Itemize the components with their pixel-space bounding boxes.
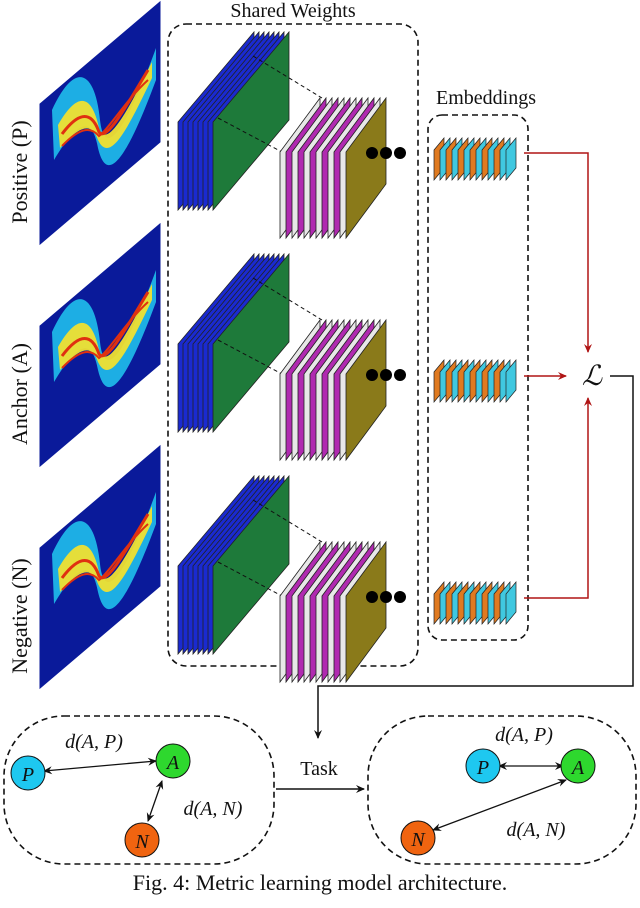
loss-arrow-negative (524, 397, 592, 599)
before-node-p-label: P (21, 764, 34, 786)
input-heatmap-positive (39, 0, 161, 246)
after-node-p-label: P (476, 757, 489, 779)
ellipsis-dot (366, 591, 378, 603)
projection-line-bottom (217, 117, 283, 153)
ellipsis-dot (380, 147, 392, 159)
after-node-n-label: N (410, 829, 426, 851)
loss-arrow-positive (524, 152, 592, 353)
input-label-negative: Negative (N) (7, 558, 32, 673)
before-node-n-label: N (134, 831, 150, 853)
before-d-ap-label: d(A, P) (65, 731, 123, 753)
before-ap-distance-arrow (43, 757, 157, 775)
task-label: Task (300, 758, 337, 780)
embedding-sheet (505, 581, 517, 625)
input-heatmap-anchor (39, 222, 161, 468)
after-node-n (400, 820, 436, 856)
before-node-p (10, 755, 46, 791)
row-anchor: Anchor (A) (7, 222, 517, 468)
ellipsis-dot (366, 369, 378, 381)
after-an-distance-arrow (432, 779, 567, 831)
before-d-an-label: d(A, N) (184, 798, 243, 820)
after-node-p (465, 748, 501, 784)
conv1-sheet (212, 252, 290, 434)
embedding-sheet (505, 137, 517, 181)
after-node-a-label: A (570, 757, 585, 779)
conv1-sheet (212, 30, 290, 212)
loss-symbol: ℒ (582, 361, 603, 392)
after-d-an-label: d(A, N) (507, 819, 566, 841)
ellipsis-dot (366, 147, 378, 159)
input-label-anchor: Anchor (A) (7, 343, 32, 445)
conv2-sheet (345, 540, 387, 684)
projection-line-bottom (217, 339, 283, 375)
before-an-distance-arrow (146, 780, 164, 822)
ellipsis-dot (394, 147, 406, 159)
shared-weights-label: Shared Weights (230, 0, 355, 22)
conv2-sheet (345, 96, 387, 240)
ellipsis-dot (380, 591, 392, 603)
figure-caption: Fig. 4: Metric learning model architectu… (132, 870, 508, 895)
conv1-sheet (212, 474, 290, 656)
loss-to-task-connector (314, 375, 634, 739)
before-node-n (124, 822, 160, 858)
ellipsis-dot (394, 369, 406, 381)
before-node-a (155, 743, 191, 779)
row-positive: Positive (P) (7, 0, 517, 246)
ellipsis-dot (380, 369, 392, 381)
projection-line-bottom (217, 561, 283, 597)
ellipsis-dot (394, 591, 406, 603)
embeddings-label: Embeddings (436, 87, 536, 109)
embedding-space-after (367, 715, 637, 865)
after-d-ap-label: d(A, P) (495, 724, 553, 746)
embedding-space-before (3, 715, 275, 865)
conv2-sheet (345, 318, 387, 462)
input-label-positive: Positive (P) (7, 120, 32, 223)
input-heatmap-negative (39, 444, 161, 690)
embeddings-box (427, 114, 529, 641)
row-negative: Negative (N) (7, 444, 517, 690)
embedding-sheet (505, 359, 517, 403)
before-node-a-label: A (165, 752, 180, 774)
after-node-a (560, 748, 596, 784)
